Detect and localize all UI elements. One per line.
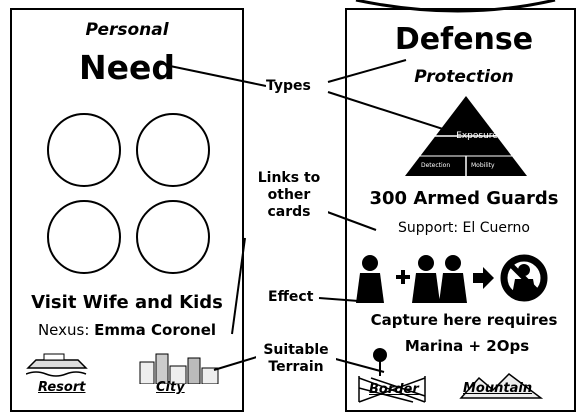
city-icon bbox=[138, 350, 220, 384]
card-subtitle: Personal bbox=[85, 20, 169, 40]
callout-types: Types bbox=[266, 78, 311, 95]
resort-icon bbox=[26, 350, 88, 378]
defense-card: Defense Protection Exposure Detection Mo… bbox=[345, 8, 576, 412]
support-line: Support: El Cuerno bbox=[398, 220, 530, 236]
callout-terrain-line: Suitable bbox=[263, 342, 329, 358]
card-name: Visit Wife and Kids bbox=[31, 292, 223, 313]
leader-line bbox=[327, 59, 407, 83]
card-title: Need bbox=[78, 48, 176, 87]
border-fence-icon bbox=[357, 374, 427, 404]
callout-links-line: cards bbox=[267, 204, 311, 220]
nexus-label: Nexus: bbox=[37, 321, 90, 339]
callout-terrain-line: Terrain bbox=[268, 359, 324, 375]
leader-line bbox=[169, 65, 267, 87]
card-subtitle: Protection bbox=[414, 67, 514, 87]
pyramid-right-label: Mobility bbox=[471, 162, 495, 169]
callout-terrain: Suitable Terrain bbox=[256, 342, 336, 376]
callout-effect: Effect bbox=[268, 289, 314, 306]
circle-arc bbox=[355, 0, 556, 13]
pyramid-diagram: Exposure Detection Mobility bbox=[405, 96, 527, 176]
slot-circle bbox=[47, 113, 121, 187]
pyramid-top-label: Exposure bbox=[456, 131, 498, 141]
mountain-icon bbox=[459, 372, 543, 400]
callout-links-line: other bbox=[267, 187, 311, 203]
leader-line bbox=[231, 237, 246, 335]
terrain-mountain: Mountain bbox=[463, 381, 533, 396]
terrain-city: City bbox=[156, 380, 185, 395]
effect-text: Capture here requires bbox=[370, 311, 558, 329]
nexus-line: Nexus: Emma Coronel bbox=[38, 321, 216, 339]
leader-line bbox=[321, 209, 377, 231]
leader-line bbox=[213, 355, 261, 371]
leader-line bbox=[331, 357, 385, 373]
leader-line bbox=[318, 297, 373, 303]
support-label: Support: bbox=[398, 220, 459, 236]
slot-circle bbox=[136, 200, 210, 274]
callout-links-line: Links to bbox=[257, 170, 321, 186]
support-value: El Cuerno bbox=[462, 220, 530, 236]
effect-icon-row bbox=[352, 253, 572, 305]
nexus-value: Emma Coronel bbox=[94, 321, 217, 339]
terrain-border: Border bbox=[369, 382, 419, 397]
terrain-resort: Resort bbox=[38, 380, 86, 395]
slot-circle bbox=[47, 200, 121, 274]
pin-icon bbox=[371, 347, 389, 377]
slot-circle bbox=[136, 113, 210, 187]
need-card: Personal Need Visit Wife and Kids Nexus:… bbox=[10, 8, 244, 412]
leader-line bbox=[327, 91, 447, 131]
card-title: Defense bbox=[394, 22, 534, 57]
pyramid-left-label: Detection bbox=[421, 162, 451, 169]
callout-links: Links to other cards bbox=[250, 170, 328, 221]
effect-text-2: Marina + 2Ops bbox=[404, 337, 530, 355]
card-name: 300 Armed Guards bbox=[369, 188, 559, 209]
